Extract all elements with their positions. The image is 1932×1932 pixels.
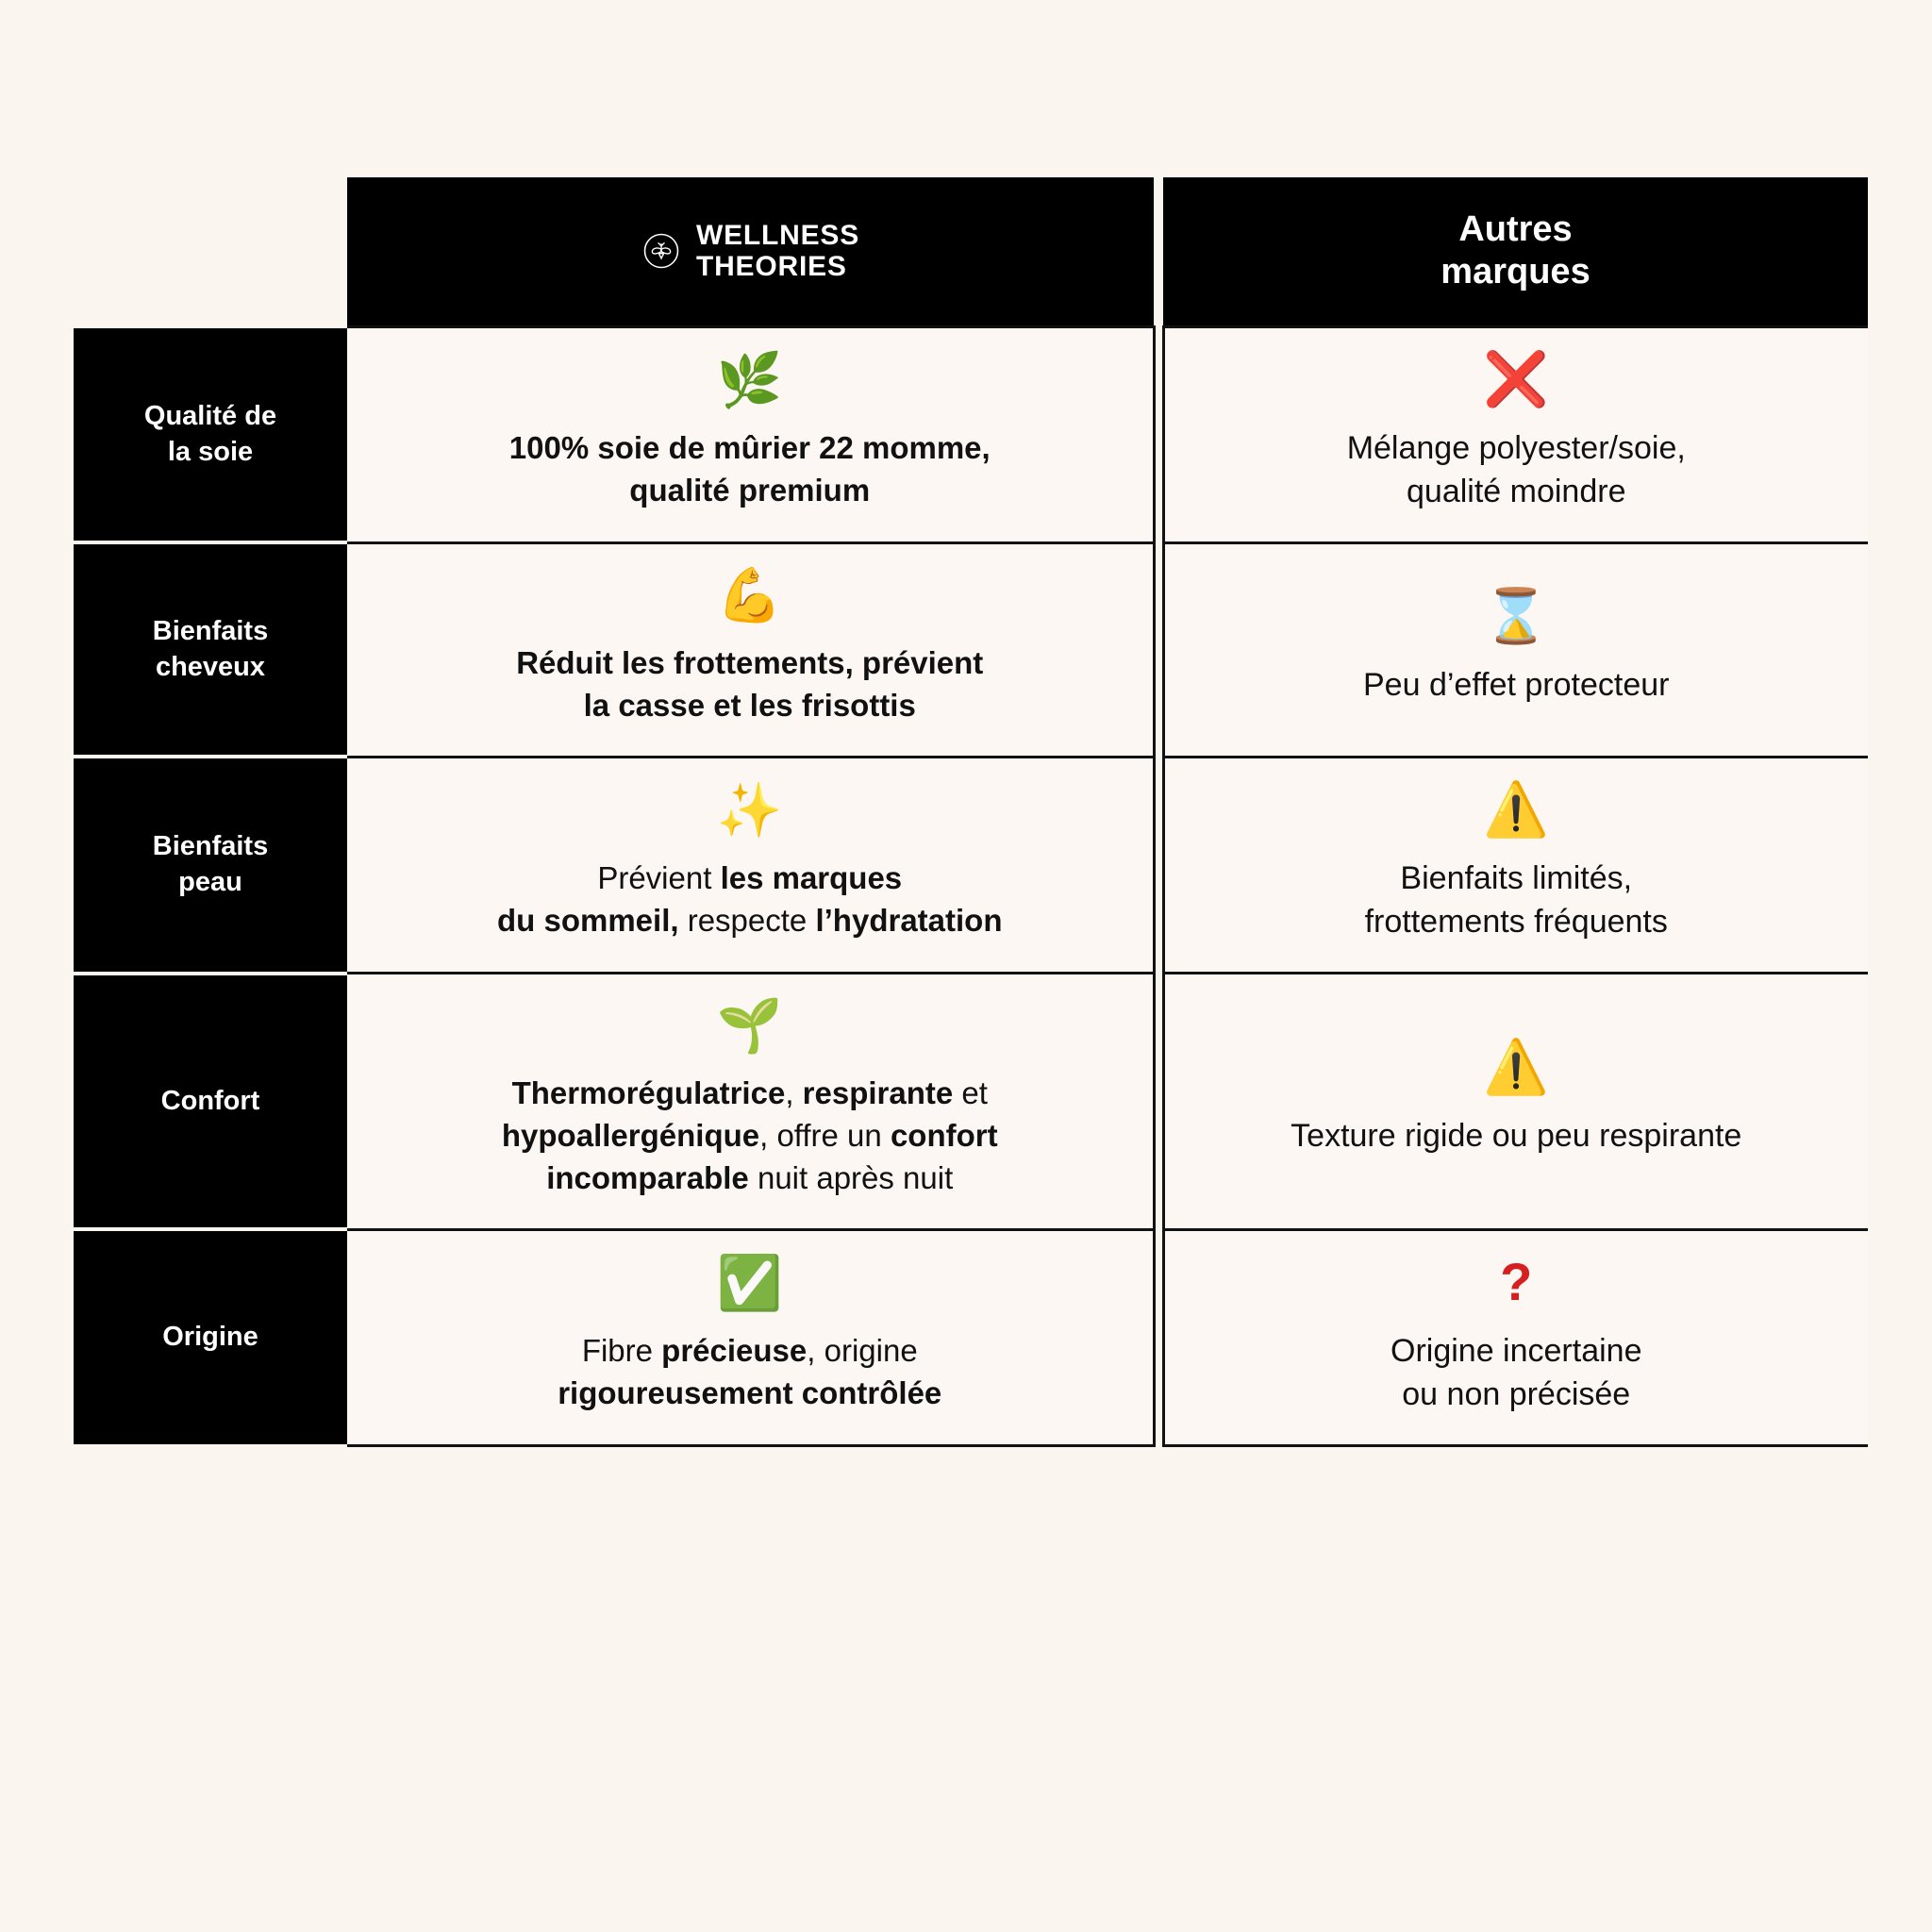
- cell-other-bienfaits-peau: ⚠️ Bienfaits limités,frottements fréquen…: [1161, 755, 1868, 975]
- cell-other-qualite-de-la-soie: ❌ Mélange polyester/soie,qualité moindre: [1161, 325, 1868, 544]
- other-brands-title: Autres marques: [1163, 208, 1868, 293]
- row-column-gap: [1154, 973, 1163, 1230]
- comparison-table: WELLNESS THEORIES Autres marques Qual: [74, 177, 1868, 1448]
- other-brands-line2: marques: [1441, 252, 1591, 292]
- brand-logo: WELLNESS THEORIES: [347, 220, 1154, 282]
- table-row: Bienfaits cheveux 💪 Réduit les frottemen…: [74, 541, 1868, 759]
- cell-brand-qualite-de-la-soie: 🌿 100% soie de mûrier 22 momme,qualité p…: [347, 325, 1156, 544]
- row-label-origine: Origine: [74, 1227, 347, 1448]
- brand-logo-line1: WELLNESS: [695, 220, 860, 252]
- cross-mark-emoji-icon: ❌: [1483, 348, 1550, 408]
- header-brand-column: WELLNESS THEORIES: [347, 177, 1154, 326]
- cell-other-text: Bienfaits limités,frottements fréquents: [1364, 859, 1668, 940]
- warning-emoji-icon: ⚠️: [1483, 778, 1550, 839]
- row-label-line2: la soie: [167, 436, 254, 467]
- row-label-bienfaits-peau: Bienfaits peau: [74, 755, 347, 975]
- row-label-line1: Bienfaits: [152, 616, 269, 647]
- other-brands-line1: Autres: [1458, 209, 1573, 250]
- row-label-line1: Qualité de: [143, 401, 277, 432]
- row-label-confort: Confort: [74, 971, 347, 1232]
- row-label-line2: peau: [178, 866, 242, 897]
- table-row: Confort 🌱 Thermorégulatrice, respirante …: [74, 971, 1868, 1232]
- row-column-gap: [1154, 1229, 1163, 1446]
- cell-other-text: Texture rigide ou peu respirante: [1291, 1118, 1742, 1155]
- check-mark-button-emoji-icon: ✅: [716, 1253, 783, 1313]
- brand-logo-text: WELLNESS THEORIES: [696, 220, 859, 282]
- cell-other-text: Mélange polyester/soie,qualité moindre: [1346, 429, 1686, 509]
- hourglass-emoji-icon: ⌛: [1483, 585, 1550, 645]
- row-column-gap: [1154, 542, 1163, 758]
- cell-other-text: Peu d’effet protecteur: [1363, 666, 1670, 703]
- warning-emoji-icon: ⚠️: [1483, 1037, 1550, 1097]
- herb-emoji-icon: 🌿: [716, 349, 783, 409]
- seedling-emoji-icon: 🌱: [716, 995, 783, 1056]
- cell-brand-text: 100% soie de mûrier 22 momme,qualité pre…: [508, 429, 991, 508]
- bee-circle-logo-icon: [643, 233, 679, 269]
- row-label-qualite-de-la-soie: Qualité de la soie: [74, 324, 347, 545]
- row-label-line1: Confort: [160, 1085, 260, 1116]
- row-label-line2: cheveux: [155, 651, 266, 682]
- cell-other-bienfaits-cheveux: ⌛ Peu d’effet protecteur: [1161, 541, 1868, 758]
- red-question-mark-icon: ?: [1500, 1251, 1533, 1311]
- brand-logo-line2: THEORIES: [695, 251, 847, 283]
- row-column-gap: [1154, 326, 1163, 543]
- header-corner-spacer: [74, 177, 347, 326]
- table-header-row: WELLNESS THEORIES Autres marques: [74, 177, 1868, 326]
- header-other-column: Autres marques: [1163, 177, 1868, 326]
- row-column-gap: [1154, 757, 1163, 974]
- comparison-table-wrapper: WELLNESS THEORIES Autres marques Qual: [74, 177, 1868, 1448]
- row-label-line1: Origine: [162, 1322, 258, 1353]
- table-row: Qualité de la soie 🌿 100% soie de mûrier…: [74, 324, 1868, 545]
- row-label-line1: Bienfaits: [152, 831, 269, 862]
- sparkles-emoji-icon: ✨: [716, 780, 783, 841]
- cell-other-confort: ⚠️ Texture rigide ou peu respirante: [1161, 972, 1868, 1231]
- header-column-gap: [1154, 177, 1163, 326]
- flexed-biceps-emoji-icon: 💪: [716, 564, 783, 625]
- row-label-bienfaits-cheveux: Bienfaits cheveux: [74, 541, 347, 759]
